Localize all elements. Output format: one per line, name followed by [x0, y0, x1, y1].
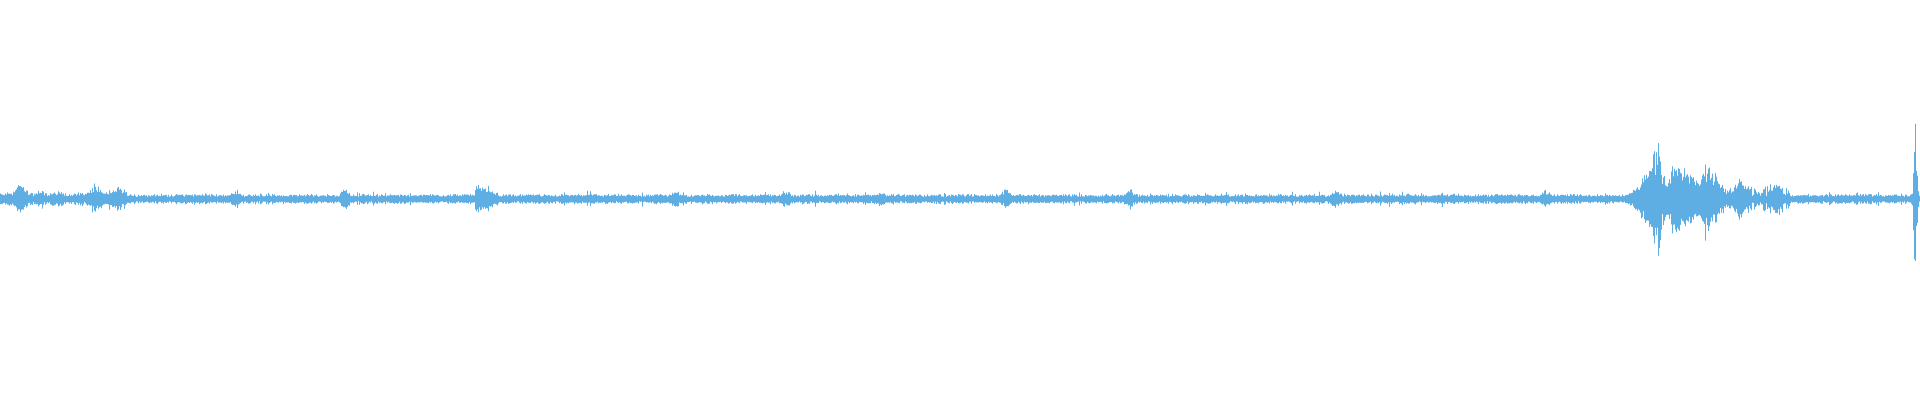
- waveform-path: [0, 123, 1920, 261]
